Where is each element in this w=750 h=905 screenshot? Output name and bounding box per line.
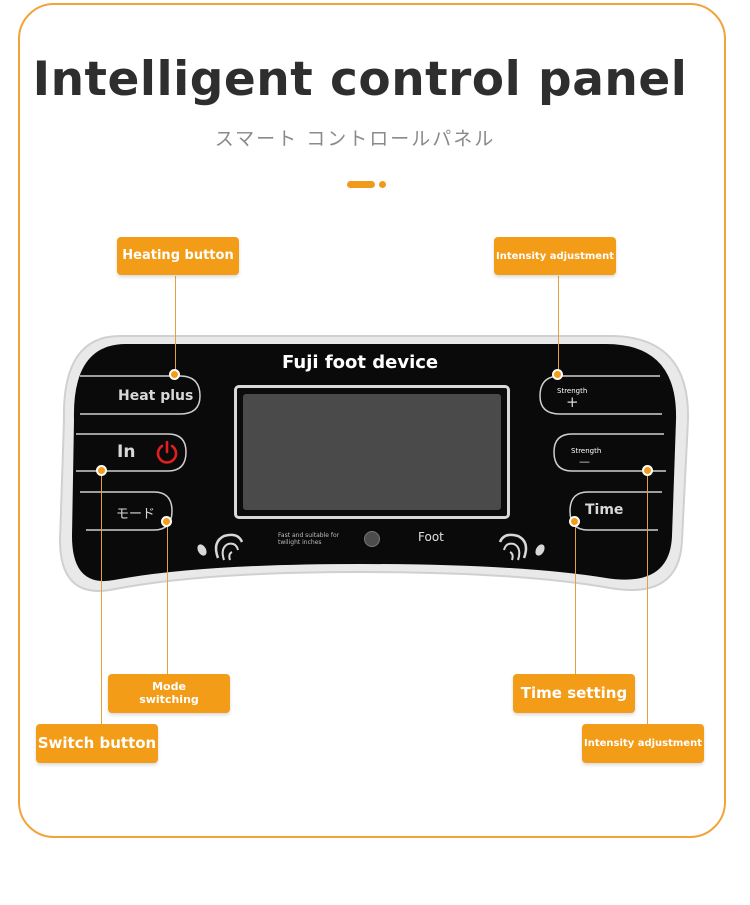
strength-plus-button[interactable]: + [566,393,579,411]
leader-switch [101,470,102,726]
in-button[interactable]: In [117,442,136,462]
page-subtitle: スマート コントロールパネル [214,128,496,150]
time-button[interactable]: Time [585,502,624,518]
callout-intensity-adjustment-bottom: Intensity adjustment [582,724,704,763]
callout-intensity-adjustment-top: Intensity adjustment [494,237,616,275]
callout-heating-button: Heating button [117,237,239,275]
sensor-indicator [364,531,380,547]
strength-minus-label: Strength [571,447,602,455]
power-icon[interactable] [154,440,180,466]
anchor-dot-time [569,516,580,527]
decorative-dot [379,181,386,188]
content-frame [18,3,726,838]
mode-button[interactable]: モード [116,507,156,522]
callout-mode-switching: Mode switching [108,674,230,713]
fine-print: Fast and suitable for twilight inches [278,532,339,546]
decorative-dash [347,181,375,188]
page-title: Intelligent control panel [32,52,688,107]
callout-time-setting: Time setting [513,674,635,713]
foot-massage-icon-right [498,533,545,561]
device-name: Fuji foot device [282,352,439,373]
strength-plus-label: Strength [557,387,588,395]
anchor-dot-switch [96,465,107,476]
leader-time [575,521,576,674]
fine-print-line-2: twilight inches [278,539,322,546]
leader-heating [175,276,176,374]
anchor-dot-intensity-bottom [642,465,653,476]
display-glass [243,394,501,510]
display-screen [234,385,510,519]
leader-intensity-top [558,276,559,374]
fine-print-line-1: Fast and suitable for [278,532,340,539]
anchor-dot-mode [161,516,172,527]
callout-mode-line-1: Mode [152,680,186,694]
anchor-dot-intensity-top [552,369,563,380]
anchor-dot-heating [169,369,180,380]
callout-switch-button: Switch button [36,724,158,763]
foot-label: Foot [418,530,444,544]
callout-mode-line-2: switching [139,692,199,706]
leader-mode [167,521,168,675]
leader-intensity-bottom [647,470,648,726]
heat-plus-button[interactable]: Heat plus [118,388,194,404]
foot-massage-icon-left [197,533,244,561]
strength-minus-button[interactable]: — [579,455,590,468]
